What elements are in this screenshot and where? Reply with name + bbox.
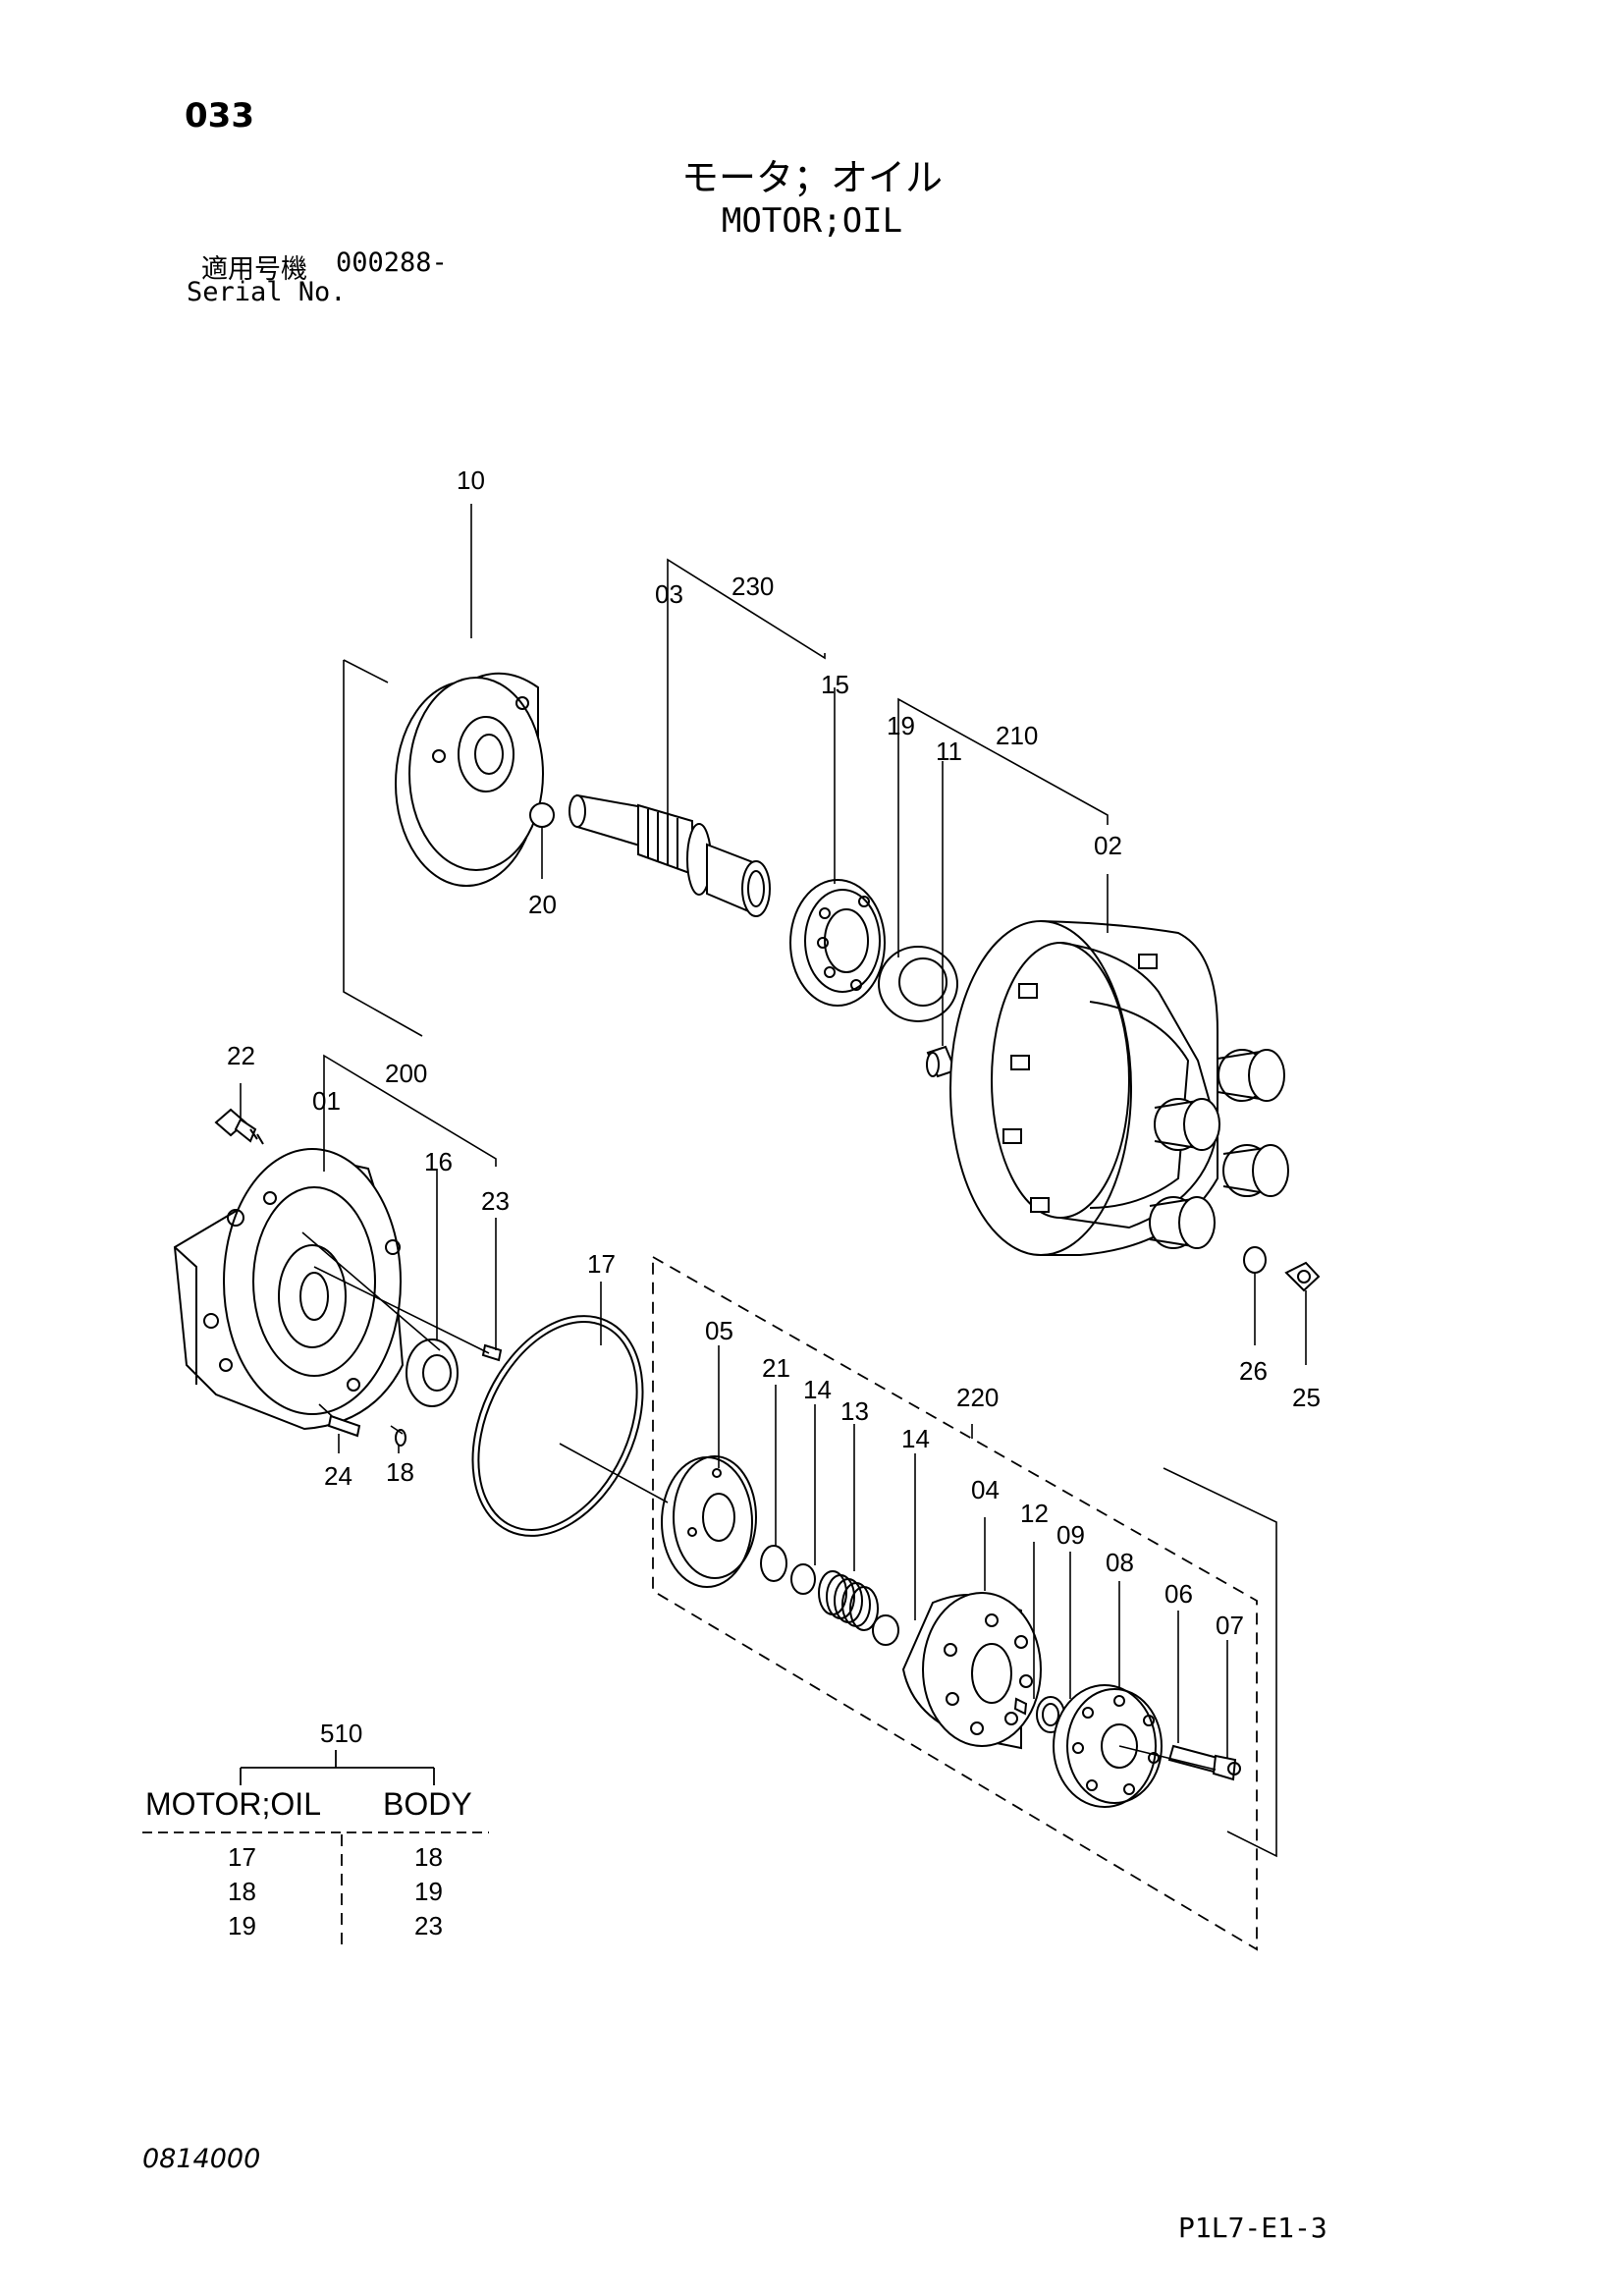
document-code: 0814000 [142,2144,261,2174]
callout-02: 02 [1094,831,1122,860]
page-code: P1L7-E1-3 [1178,2212,1327,2244]
callout-220: 220 [956,1383,999,1412]
callout-01: 01 [312,1086,341,1116]
callout-19: 19 [887,711,915,740]
part-10-cover [395,672,544,887]
part-15-bearing [789,879,886,1007]
callout-09: 09 [1056,1520,1085,1550]
interchange-header-body: BODY [383,1786,472,1822]
callout-14-lower: 14 [901,1424,930,1453]
part-23-pin [481,1343,503,1362]
callout-10: 10 [457,465,485,495]
interchange-header-motor-oil: MOTOR;OIL [145,1786,321,1822]
callout-18: 18 [386,1457,414,1487]
interchange-row3-motor-oil: 19 [228,1911,256,1940]
callout-11: 11 [936,737,962,766]
part-13-spring [818,1570,879,1631]
callout-17: 17 [587,1249,616,1279]
part-16-bearing [406,1339,459,1407]
callout-14-upper: 14 [803,1375,832,1404]
serial-label-english: Serial No. [187,277,347,307]
part-03-shaft [568,793,771,917]
callout-15: 15 [821,670,849,699]
part-04-cylinder-block [901,1592,1042,1750]
callout-07: 07 [1216,1611,1244,1640]
part-14-washer-b [872,1614,899,1646]
callout-230: 230 [731,572,774,601]
callout-23: 23 [481,1186,510,1216]
callout-22: 22 [227,1041,255,1070]
callout-03: 03 [655,579,683,609]
callout-16: 16 [424,1147,453,1176]
serial-label-japanese: 適用号機 [201,254,307,285]
title-english: MOTOR;OIL [721,201,903,241]
interchange-row1-body: 18 [414,1842,443,1872]
interchange-row1-motor-oil: 17 [228,1842,256,1872]
leader-lines [240,504,1307,1858]
part-21-snap-ring [760,1545,787,1582]
callout-12: 12 [1020,1499,1049,1528]
group-220-dashed-box [652,1255,1258,1951]
part-22-bolt [214,1108,264,1145]
callout-26: 26 [1239,1356,1268,1386]
part-08-plate [1053,1684,1163,1808]
part-26-o-ring [1243,1246,1267,1274]
part-24-pin [327,1414,361,1438]
title-japanese: モータ；オイル [680,156,943,199]
part-12-pin [1013,1697,1028,1716]
callout-13: 13 [840,1396,869,1426]
interchange-row2-body: 19 [414,1877,443,1906]
part-01-body [173,1148,405,1431]
callout-05: 05 [705,1316,733,1345]
part-25-plug [1284,1261,1321,1292]
serial-number-value: 000288- [336,247,448,278]
callout-06: 06 [1164,1579,1193,1609]
part-18-pin [395,1429,406,1447]
part-05-valve-plate [661,1455,757,1588]
part-07-shoe [1212,1754,1241,1781]
callout-210: 210 [996,721,1038,750]
callout-08: 08 [1106,1548,1134,1577]
interchange-row2-motor-oil: 18 [228,1877,256,1906]
part-17-o-ring [471,1315,644,1537]
callout-20: 20 [528,890,557,919]
callout-200: 200 [385,1059,427,1088]
part-19-seal [878,946,958,1022]
interchange-table: 510 MOTOR;OIL BODY 17 18 18 19 19 23 [142,1719,489,1944]
interchange-group-number: 510 [320,1719,362,1748]
part-02-housing [949,920,1289,1256]
callout-25: 25 [1292,1383,1321,1412]
page-number: 033 [185,96,254,136]
callout-labels: 10 230 03 15 20 19 210 11 02 22 200 01 1… [227,465,1321,1640]
interchange-row3-body: 23 [414,1911,443,1940]
callout-21: 21 [762,1353,790,1383]
part-14-washer-a [790,1563,816,1595]
part-20-ball [529,802,555,828]
callout-24: 24 [324,1461,352,1491]
callout-04: 04 [971,1475,1000,1504]
